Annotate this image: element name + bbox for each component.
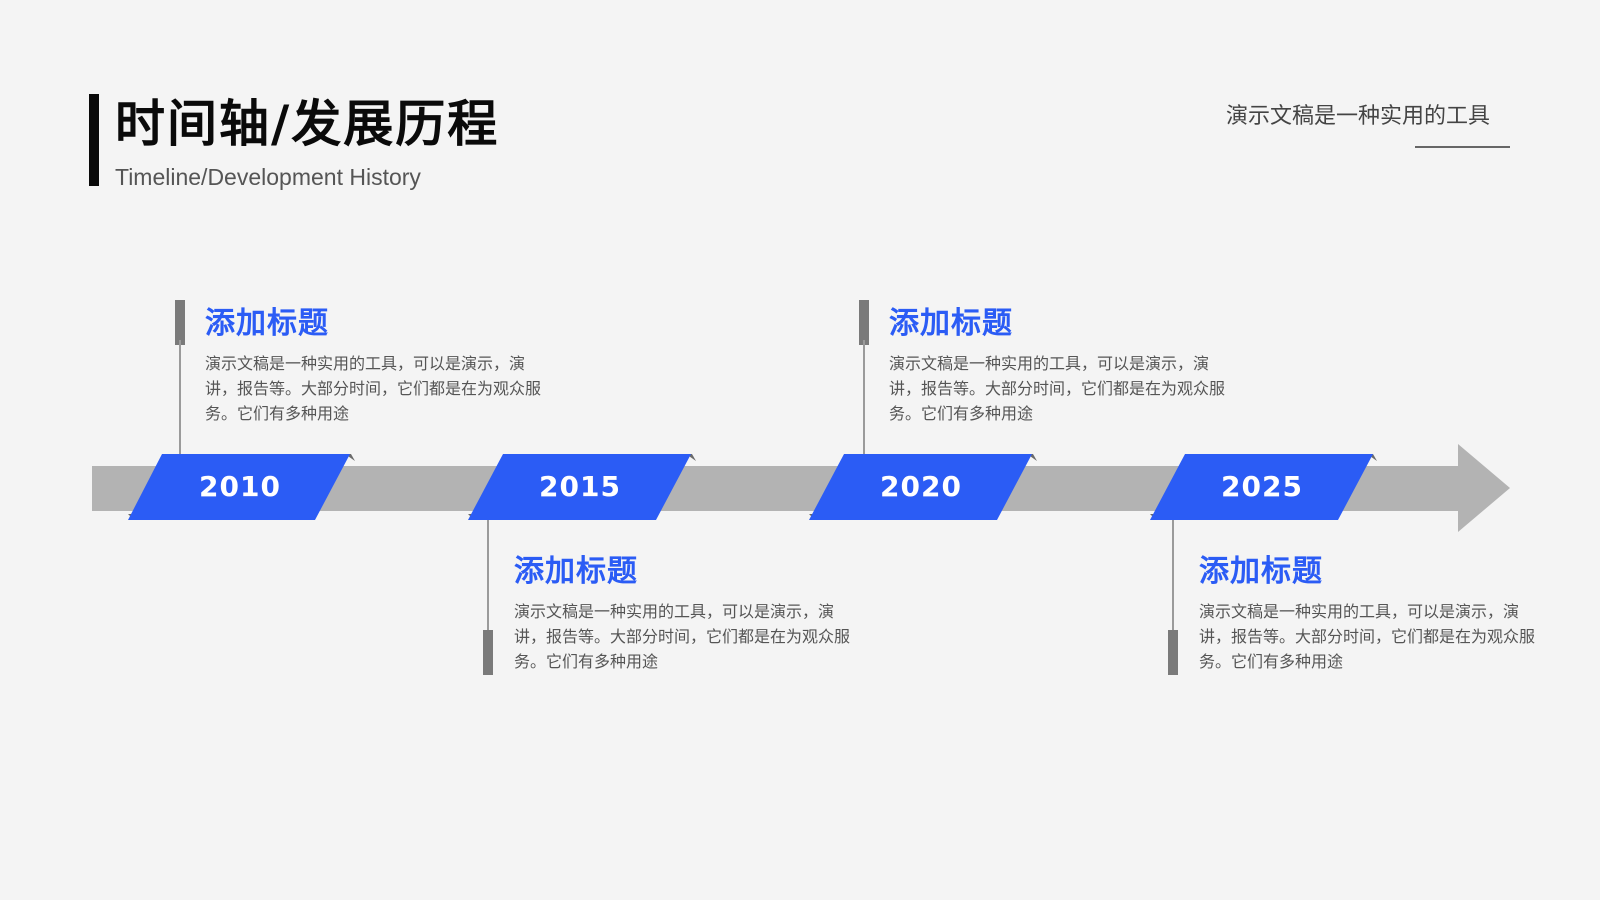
milestone-connector (863, 340, 865, 454)
milestone-description: 演示文稿是一种实用的工具，可以是演示，演讲，报告等。大部分时间，它们都是在为观众… (514, 602, 851, 671)
year-label: 2025 (1221, 470, 1303, 503)
milestone-title: 添加标题 (205, 306, 329, 341)
milestone-marker (175, 300, 185, 345)
year-badge-2015 (468, 454, 696, 520)
milestone-marker (859, 300, 869, 345)
milestone-connector (1172, 520, 1174, 632)
milestone-card-2015: 添加标题 演示文稿是一种实用的工具，可以是演示，演讲，报告等。大部分时间，它们都… (514, 553, 859, 674)
milestone-title: 添加标题 (1199, 554, 1323, 589)
milestone-connector (179, 340, 181, 454)
year-label: 2010 (199, 470, 281, 503)
page-subtitle: Timeline/Development History (115, 164, 421, 190)
milestone-title: 添加标题 (889, 306, 1013, 341)
milestone-description: 演示文稿是一种实用的工具，可以是演示，演讲，报告等。大部分时间，它们都是在为观众… (1199, 602, 1536, 671)
milestone-card-2020: 添加标题 演示文稿是一种实用的工具，可以是演示，演讲，报告等。大部分时间，它们都… (889, 305, 1234, 426)
milestone-title: 添加标题 (514, 554, 638, 589)
milestone-card-2025: 添加标题 演示文稿是一种实用的工具，可以是演示，演讲，报告等。大部分时间，它们都… (1199, 553, 1544, 674)
milestone-marker (1168, 630, 1178, 675)
milestone-description: 演示文稿是一种实用的工具，可以是演示，演讲，报告等。大部分时间，它们都是在为观众… (205, 354, 542, 423)
year-badge-2025 (1150, 454, 1377, 520)
year-label: 2020 (880, 470, 962, 503)
year-badge-2010 (128, 454, 355, 520)
milestone-description: 演示文稿是一种实用的工具，可以是演示，演讲，报告等。大部分时间，它们都是在为观众… (889, 354, 1226, 423)
tagline: 演示文稿是一种实用的工具 (1225, 104, 1490, 129)
year-badge-2020 (809, 454, 1037, 520)
milestone-card-2010: 添加标题 演示文稿是一种实用的工具，可以是演示，演讲，报告等。大部分时间，它们都… (205, 305, 550, 426)
tagline-underline (1415, 146, 1510, 148)
year-label: 2015 (539, 470, 621, 503)
milestone-marker (483, 630, 493, 675)
title-accent-bar (89, 94, 99, 186)
milestone-connector (487, 520, 489, 632)
page-title: 时间轴/发展历程 (115, 95, 500, 153)
